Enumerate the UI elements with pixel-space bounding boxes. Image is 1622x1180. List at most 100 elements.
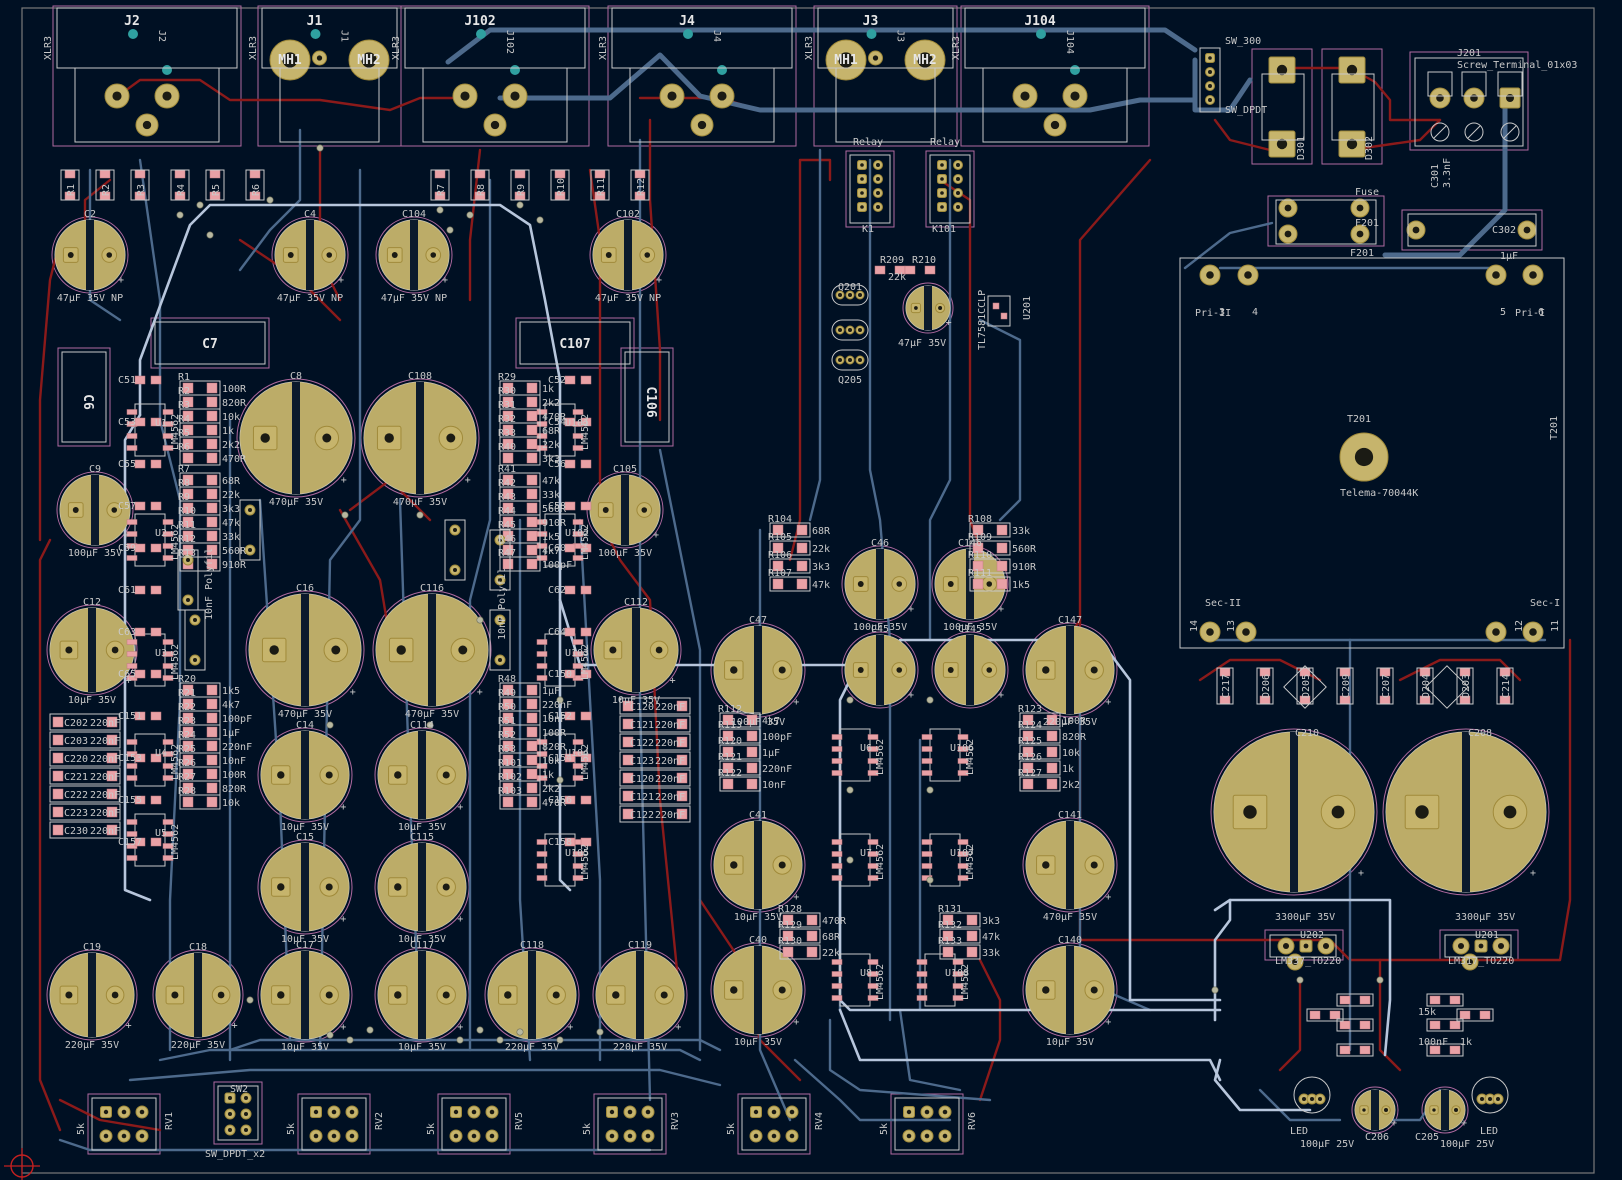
smd-pad[interactable] [952, 995, 964, 1001]
opamp-soic8[interactable] [544, 403, 576, 457]
led-capacitor[interactable] [1424, 1089, 1466, 1131]
smd-pad[interactable] [182, 488, 194, 500]
smd-pad[interactable] [126, 775, 138, 781]
smd-pad[interactable] [126, 409, 138, 415]
smd-pad[interactable] [1459, 1010, 1471, 1020]
audio-electrolytic[interactable] [248, 593, 362, 707]
smd-pad[interactable] [502, 424, 514, 436]
pad-layer[interactable] [49, 29, 1547, 1143]
smd-pad[interactable] [206, 712, 218, 724]
smd-pad[interactable] [536, 839, 548, 845]
smd-pad[interactable] [162, 675, 174, 681]
smd-pad[interactable] [564, 837, 576, 847]
smd-pad[interactable] [150, 711, 162, 721]
smd-pad[interactable] [580, 669, 592, 679]
smd-pad[interactable] [182, 712, 194, 724]
smd-pad[interactable] [150, 627, 162, 637]
smd-pad[interactable] [952, 959, 964, 965]
smd-pad[interactable] [782, 946, 794, 958]
smd-pad[interactable] [162, 751, 174, 757]
smd-pad[interactable] [106, 734, 118, 746]
smd-pad[interactable] [249, 169, 261, 179]
smd-pad[interactable] [162, 819, 174, 825]
smd-pad[interactable] [957, 746, 969, 752]
smd-pad[interactable] [206, 726, 218, 738]
smd-pad[interactable] [150, 585, 162, 595]
smd-pad[interactable] [206, 740, 218, 752]
smd-pad[interactable] [206, 544, 218, 556]
smd-pad[interactable] [622, 718, 634, 730]
smd-pad[interactable] [206, 424, 218, 436]
smd-pad[interactable] [106, 752, 118, 764]
smd-pad[interactable] [580, 627, 592, 637]
smd-pad[interactable] [722, 762, 734, 774]
smd-pad[interactable] [572, 663, 584, 669]
smd-pad[interactable] [921, 770, 933, 776]
smd-pad[interactable] [676, 718, 688, 730]
smd-pad[interactable] [526, 516, 538, 528]
smd-pad[interactable] [772, 542, 784, 554]
smd-pad[interactable] [904, 265, 916, 275]
smd-pad[interactable] [126, 433, 138, 439]
smd-pad[interactable] [676, 808, 688, 820]
smd-pad[interactable] [182, 530, 194, 542]
smd-pad[interactable] [502, 516, 514, 528]
smd-pad[interactable] [572, 763, 584, 769]
smd-pad[interactable] [502, 558, 514, 570]
smd-pad[interactable] [182, 410, 194, 422]
smd-pad[interactable] [52, 770, 64, 782]
smd-pad[interactable] [162, 739, 174, 745]
smd-pad[interactable] [580, 795, 592, 805]
smd-pad[interactable] [536, 875, 548, 881]
smd-pad[interactable] [206, 684, 218, 696]
smd-pad[interactable] [782, 914, 794, 926]
smd-pad[interactable] [182, 740, 194, 752]
smd-pad[interactable] [1479, 1010, 1491, 1020]
smd-pad[interactable] [996, 524, 1008, 536]
smd-pad[interactable] [1339, 995, 1351, 1005]
smd-pad[interactable] [572, 875, 584, 881]
smd-pad[interactable] [972, 560, 984, 572]
smd-pad[interactable] [126, 519, 138, 525]
smd-pad[interactable] [526, 558, 538, 570]
smd-pad[interactable] [1329, 1010, 1341, 1020]
relay-capacitor[interactable] [905, 285, 951, 331]
smd-pad[interactable] [806, 946, 818, 958]
smd-pad[interactable] [580, 459, 592, 469]
smd-pad[interactable] [134, 753, 146, 763]
opamp-soic8[interactable] [839, 728, 871, 782]
smd-pad[interactable] [52, 752, 64, 764]
smd-pad[interactable] [572, 863, 584, 869]
smd-pad[interactable] [502, 754, 514, 766]
smd-pad[interactable] [972, 542, 984, 554]
smd-pad[interactable] [526, 544, 538, 556]
smd-pad[interactable] [502, 740, 514, 752]
smd-pad[interactable] [182, 754, 194, 766]
smd-pad[interactable] [1046, 714, 1058, 726]
smd-pad[interactable] [831, 758, 843, 764]
smd-pad[interactable] [106, 824, 118, 836]
smd-pad[interactable] [676, 754, 688, 766]
smd-pad[interactable] [676, 772, 688, 784]
smd-pad[interactable] [1339, 1045, 1351, 1055]
smd-pad[interactable] [572, 445, 584, 451]
smd-pad[interactable] [150, 753, 162, 763]
smd-pad[interactable] [526, 488, 538, 500]
smd-pad[interactable] [52, 716, 64, 728]
smd-pad[interactable] [206, 396, 218, 408]
smd-pad[interactable] [52, 788, 64, 800]
opamp-soic8[interactable] [134, 633, 166, 687]
smd-pad[interactable] [676, 700, 688, 712]
smd-pad[interactable] [52, 734, 64, 746]
smd-pad[interactable] [126, 639, 138, 645]
smd-pad[interactable] [206, 698, 218, 710]
smd-pad[interactable] [536, 851, 548, 857]
smd-pad[interactable] [580, 585, 592, 595]
smd-pad[interactable] [182, 396, 194, 408]
smd-pad[interactable] [966, 946, 978, 958]
smd-pad[interactable] [162, 651, 174, 657]
smd-pad[interactable] [502, 712, 514, 724]
smd-pad[interactable] [831, 971, 843, 977]
smd-pad[interactable] [162, 555, 174, 561]
